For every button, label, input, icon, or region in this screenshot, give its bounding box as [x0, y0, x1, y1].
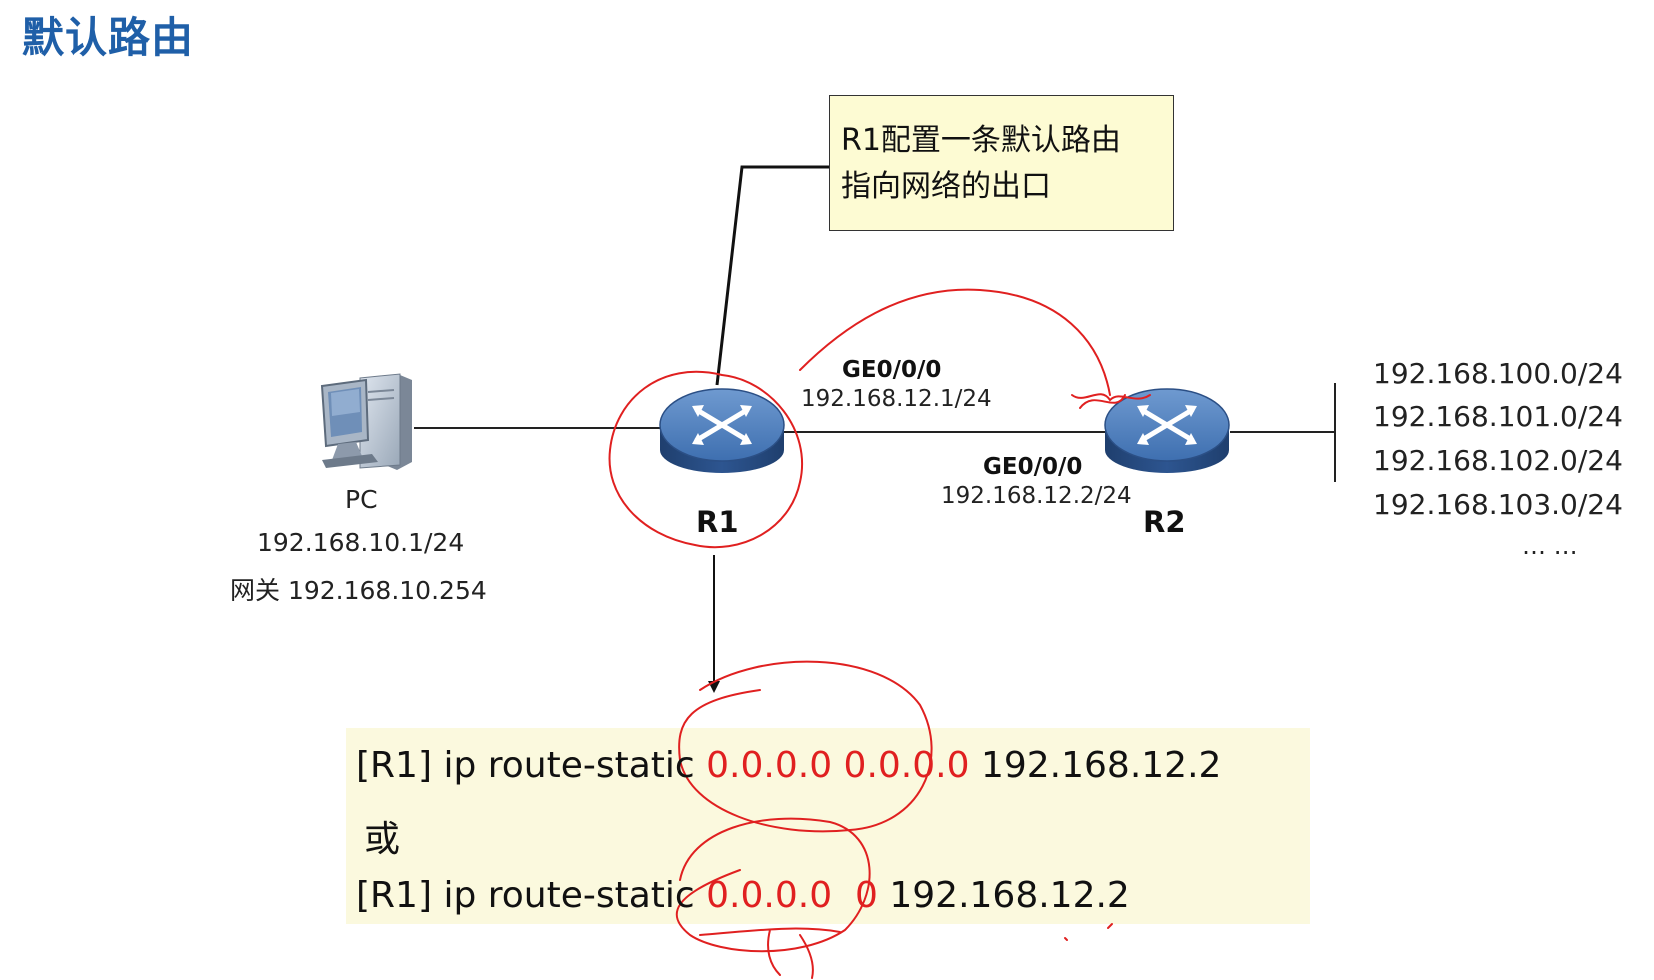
r1-ip: 192.168.12.1/24	[801, 386, 992, 412]
arc-r1-to-r2	[799, 288, 1111, 396]
network-item: 192.168.100.0/24	[1373, 357, 1623, 390]
pc-ip: 192.168.10.1/24	[257, 528, 465, 557]
pc-gateway: 网关 192.168.10.254	[230, 576, 487, 605]
command-destination: 0.0.0.0 0	[706, 875, 878, 916]
circle-r1	[608, 370, 803, 549]
dot-bottom	[1064, 923, 1113, 941]
scribble-r2	[1071, 393, 1151, 409]
circle-dest1	[678, 660, 933, 833]
command-prefix: [R1] ip route-static	[356, 745, 695, 786]
red-annotations	[608, 288, 1151, 979]
command-nexthop: 192.168.12.2	[889, 875, 1130, 916]
callout-line-2: 指向网络的出口	[841, 169, 1051, 204]
r2-name: R2	[1143, 505, 1186, 539]
network-ellipsis: … …	[1522, 532, 1578, 560]
router-icon-r2	[1104, 388, 1230, 473]
pc-icon	[320, 373, 412, 470]
r1-interface: GE0/0/0	[842, 357, 942, 383]
network-item: 192.168.103.0/24	[1373, 488, 1623, 521]
command-prefix: [R1] ip route-static	[356, 875, 695, 916]
command-line-1: [R1] ip route-static 0.0.0.0 0.0.0.0 192…	[356, 745, 1221, 786]
callout-leader	[715, 165, 829, 386]
command-box	[346, 728, 1310, 924]
command-line-2: [R1] ip route-static 0.0.0.0 0 192.168.1…	[356, 875, 1130, 916]
command-nexthop: 192.168.12.2	[980, 745, 1222, 786]
network-item: 192.168.101.0/24	[1373, 400, 1623, 433]
page-title: 默认路由	[22, 13, 195, 62]
circle-dest2	[675, 817, 871, 953]
network-item: 192.168.102.0/24	[1373, 444, 1623, 477]
command-or: 或	[364, 819, 401, 860]
r2-interface: GE0/0/0	[983, 454, 1083, 480]
command-destination: 0.0.0.0 0.0.0.0	[706, 745, 970, 786]
router-icon-r1	[659, 388, 785, 473]
callout-note: R1配置一条默认路由 指向网络的出口	[829, 95, 1174, 231]
scribble-bottom	[699, 927, 841, 979]
pc-name: PC	[345, 485, 378, 514]
callout-line-1: R1配置一条默认路由	[841, 123, 1121, 158]
r1-name: R1	[696, 505, 739, 539]
r2-ip: 192.168.12.2/24	[941, 483, 1132, 509]
